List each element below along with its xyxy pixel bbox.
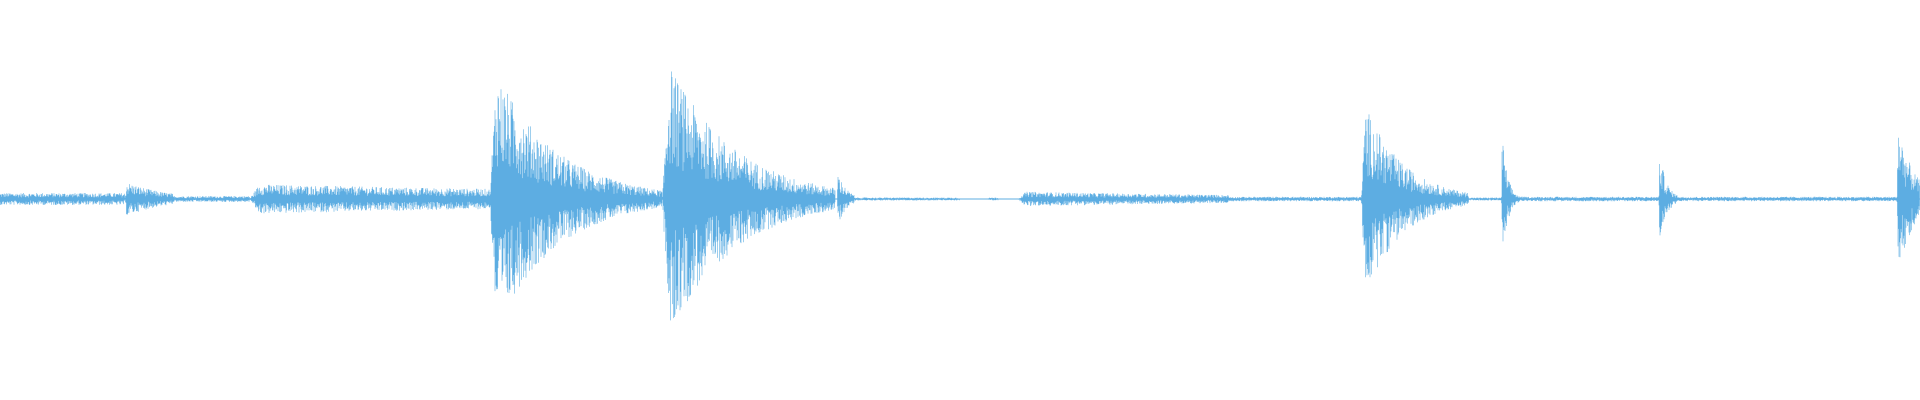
waveform-samples [0,71,1920,321]
waveform-trace [0,71,1920,321]
